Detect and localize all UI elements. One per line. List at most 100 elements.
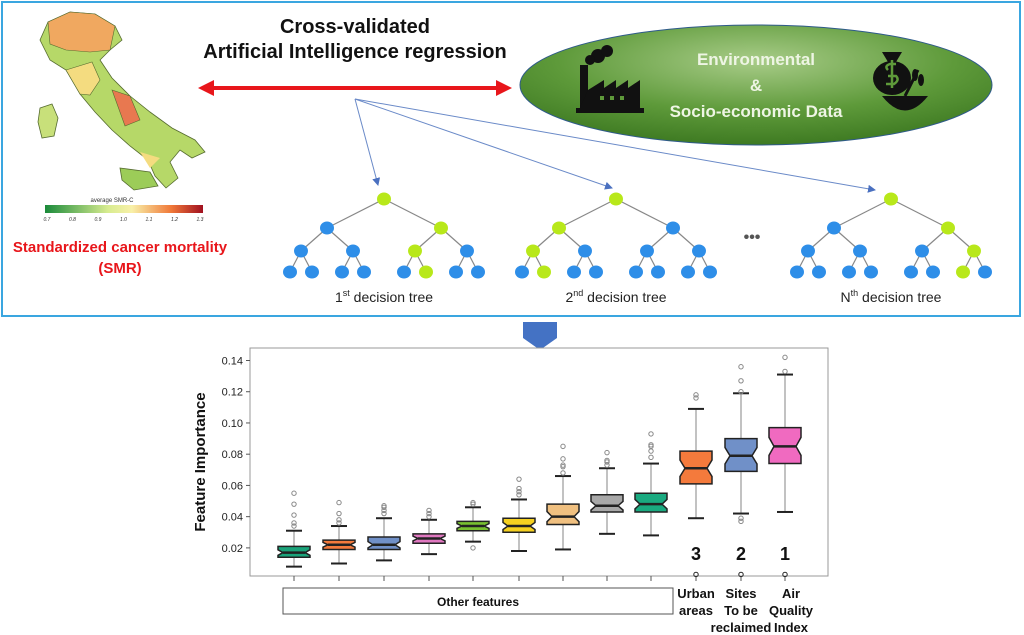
box-9 (634, 431, 668, 581)
outlier-point (291, 523, 297, 529)
tree-node (305, 265, 319, 279)
tree-label: Nth decision tree (841, 288, 942, 305)
tree-node-selected (526, 244, 540, 258)
box-11 (724, 364, 758, 581)
tree-node (515, 265, 529, 279)
outlier-point (516, 492, 522, 498)
tree-node (812, 265, 826, 279)
smr-color-scale (45, 205, 203, 213)
outlier-point (738, 364, 744, 370)
tree-node (801, 244, 815, 258)
decision-tree-1: 1st decision tree (283, 192, 485, 305)
outlier-point (560, 462, 566, 468)
y-tick-label: 0.12 (222, 387, 243, 399)
outlier-point (782, 368, 788, 375)
outlier-point (336, 517, 342, 523)
tree-node-selected (884, 192, 898, 206)
factory-icon (576, 45, 644, 113)
outlier-point (693, 392, 699, 398)
box-7 (546, 443, 580, 581)
rank-label: 1 (780, 544, 790, 564)
smr-tick-label: 1.3 (197, 217, 204, 223)
outlier-point (560, 443, 566, 450)
tree-node (666, 221, 680, 235)
box-2 (322, 499, 356, 581)
tree-node-selected (956, 265, 970, 279)
outlier-point (604, 457, 610, 464)
ellipse-text-environmental: Environmental (697, 50, 815, 69)
tree-node (915, 244, 929, 258)
outlier-point (782, 571, 788, 578)
outlier-point (516, 476, 522, 482)
outlier-point (470, 499, 476, 506)
outlier-point (336, 499, 342, 506)
y-tick-label: 0.06 (222, 480, 243, 492)
tree-node (397, 265, 411, 279)
outlier-point (648, 442, 654, 448)
tree-node (926, 265, 940, 279)
tree-node (904, 265, 918, 279)
tree-edge (615, 198, 674, 229)
outlier-point (516, 485, 522, 492)
tree-node (864, 265, 878, 279)
outlier-point (291, 512, 297, 518)
outlier-point (426, 507, 432, 514)
tree-node (460, 244, 474, 258)
tree-node (703, 265, 717, 279)
ellipse-text-socioeconomic: Socio-economic Data (670, 102, 843, 121)
outlier-point (291, 501, 297, 507)
tree-node-selected (377, 192, 391, 206)
bidirectional-arrow (198, 80, 512, 96)
tree-node (283, 265, 297, 279)
tree-edge (326, 198, 385, 229)
outlier-point (560, 456, 566, 462)
tree-node (692, 244, 706, 258)
outlier-point (782, 354, 788, 361)
outlier-point (604, 449, 610, 456)
rank-label: 2 (736, 544, 746, 564)
title-line-2: Artificial Intelligence regression (203, 41, 506, 63)
outlier-point (291, 490, 297, 496)
top-feature-label: Air (782, 586, 800, 601)
top-feature-label: Index (774, 620, 809, 635)
outlier-point (516, 488, 522, 495)
y-tick-label: 0.04 (222, 512, 243, 524)
tree-node-selected (941, 221, 955, 235)
tree-node (335, 265, 349, 279)
smr-tick-label: 0.7 (44, 217, 51, 223)
box-body (367, 536, 401, 551)
tree-node (471, 265, 485, 279)
tree-node (978, 265, 992, 279)
box-body (546, 503, 580, 526)
smr-legend-title: average SMR-C (90, 198, 134, 204)
tree-node (449, 265, 463, 279)
outlier-point (738, 571, 744, 578)
smr-tick-label: 1.1 (146, 217, 153, 223)
tree-node (629, 265, 643, 279)
outlier-point (648, 431, 654, 437)
tree-node (294, 244, 308, 258)
tree-node (842, 265, 856, 279)
feature-importance-boxplot: Feature Importance 0.020.040.060.080.100… (192, 347, 829, 635)
top-feature-label: Sites (725, 586, 756, 601)
box-6 (502, 476, 536, 581)
top-feature-label: To be (724, 603, 758, 618)
outlier-point (381, 510, 387, 517)
tree-node (357, 265, 371, 279)
tree-node-selected (609, 192, 623, 206)
ellipse-text-ampersand: & (750, 76, 762, 95)
decision-tree-3: Nth decision tree (790, 192, 992, 305)
box-3 (367, 503, 401, 581)
y-tick-label: 0.02 (222, 543, 243, 555)
top-feature-label: Quality (769, 603, 814, 618)
tree-node (827, 221, 841, 235)
outlier-point (336, 520, 342, 526)
outlier-point (648, 454, 654, 461)
tree-node-selected (552, 221, 566, 235)
tree-node (640, 244, 654, 258)
box-5 (456, 499, 490, 581)
tree-node-selected (967, 244, 981, 258)
tree-node-selected (537, 265, 551, 279)
